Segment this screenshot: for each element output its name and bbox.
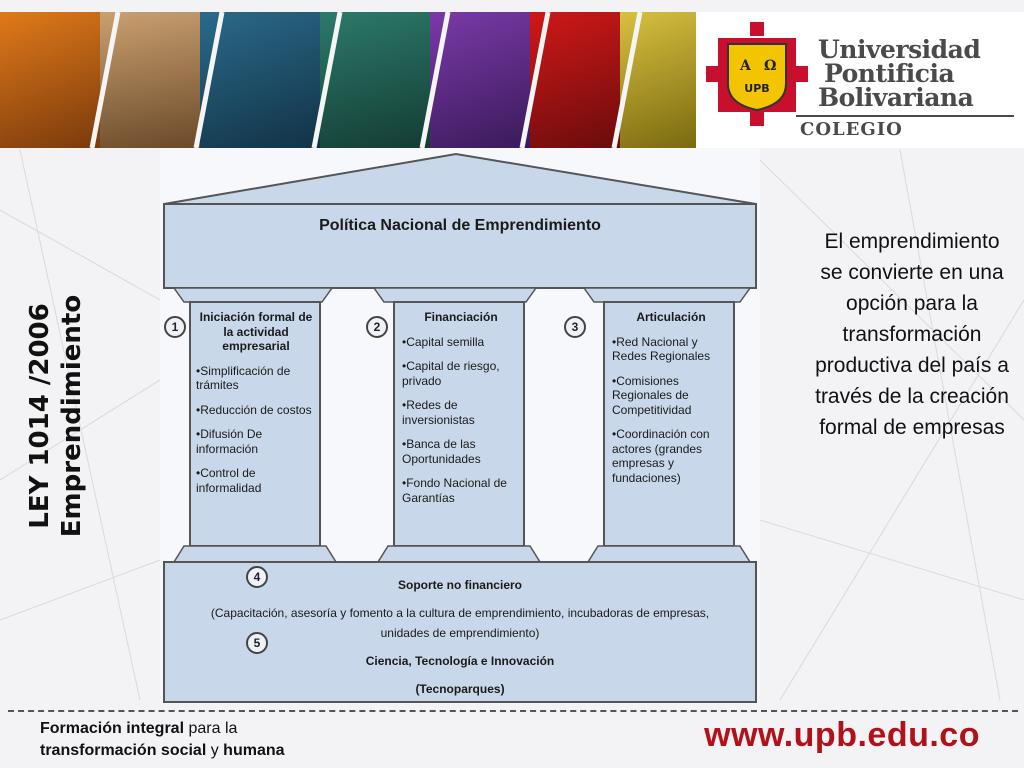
logo-line-1: Universidad: [818, 35, 981, 64]
slide-title: LEY 1014 /2006 Emprendimiento: [24, 295, 88, 537]
logo-line-3: Bolivariana: [818, 83, 974, 112]
pillar-item: •Comisiones Regionales de Competitividad: [612, 373, 692, 417]
pillar-item: •Fondo Nacional de Garantías: [402, 476, 507, 505]
side-paragraph: El emprendimiento se convierte en una op…: [815, 230, 1009, 439]
base-number-5: 5: [246, 632, 268, 654]
pillar-2-number: 2: [366, 316, 388, 338]
logo-subtitle: COLEGIO: [800, 119, 903, 140]
pillar-item: •Redes de inversionistas: [402, 398, 475, 427]
slogan-text-2: y: [206, 742, 224, 759]
base-tecnoparques: (Tecnoparques): [415, 682, 505, 696]
temple-diagram: Política Nacional de Emprendimiento 1 2 …: [160, 148, 760, 704]
slogan-bold-1: Formación integral: [40, 720, 185, 737]
pillar-heading: Iniciación formal de la actividad empres…: [199, 310, 313, 353]
pillar-item: •Difusión De información: [196, 427, 263, 456]
pillar-item: •Reducción de costos: [196, 402, 312, 417]
pillar-item: •Simplificación de trámites: [196, 363, 291, 393]
pillar-item: •Coordinación con actores (grandes empre…: [612, 427, 710, 485]
crest-letter-alpha: A: [739, 58, 752, 74]
pillar-item: •Red Nacional y Redes Regionales: [612, 334, 711, 364]
pillar-item: •Banca de las Oportunidades: [402, 437, 481, 466]
pillar-item: •Capital semilla: [402, 334, 485, 349]
footer-slogan: Formación integral para la transformació…: [40, 718, 285, 762]
base-description-line-1: (Capacitación, asesoría y fomento a la c…: [210, 606, 710, 620]
pillar-3-number: 3: [564, 316, 586, 338]
diagram-roof-title: Política Nacional de Emprendimiento: [319, 217, 601, 234]
pillar-articulation: Articulación •Red Nacional y Redes Regio…: [612, 310, 730, 495]
logo-line-2: Pontificia: [824, 59, 955, 88]
pillar-heading: Financiación: [424, 310, 498, 324]
header-photo-strip: [0, 12, 696, 148]
pillar-financing: Financiación •Capital semilla •Capital d…: [402, 310, 520, 515]
base-science-line: Ciencia, Tecnología e Innovación: [365, 654, 555, 668]
pillar-item: •Control de informalidad: [196, 466, 262, 495]
pillar-item: •Capital de riesgo, privado: [402, 359, 500, 388]
footer-divider: [8, 710, 1018, 712]
base-title: Soporte no financiero: [397, 578, 522, 592]
footer-url-link[interactable]: www.upb.edu.co: [704, 716, 980, 754]
university-logo: A Ω UPB Universidad Pontificia Bolivaria…: [696, 12, 1024, 148]
slogan-bold-2: transformación social: [40, 742, 207, 759]
pillar-formalization: Iniciación formal de la actividad empres…: [196, 310, 316, 505]
logo-wordmark: Universidad Pontificia Bolivariana: [818, 35, 1018, 112]
crest-icon: A Ω UPB: [706, 22, 808, 126]
slide-title-line-2: Emprendimiento: [57, 294, 87, 538]
slide-title-line-1: LEY 1014 /2006: [25, 303, 55, 529]
pillar-1-number: 1: [164, 316, 186, 338]
slogan-text-1: para la: [184, 720, 238, 737]
temple-shapes: [163, 152, 757, 703]
slogan-bold-3: humana: [223, 742, 285, 759]
crest-letter-omega: Ω: [764, 58, 776, 74]
base-number-4: 4: [246, 566, 268, 588]
pillar-heading: Articulación: [636, 310, 706, 324]
base-description-line-2: unidades de emprendimiento): [380, 626, 540, 640]
photo-dividers: [89, 12, 643, 148]
logo-divider: [796, 115, 1014, 117]
crest-letters-upb: UPB: [744, 82, 769, 95]
